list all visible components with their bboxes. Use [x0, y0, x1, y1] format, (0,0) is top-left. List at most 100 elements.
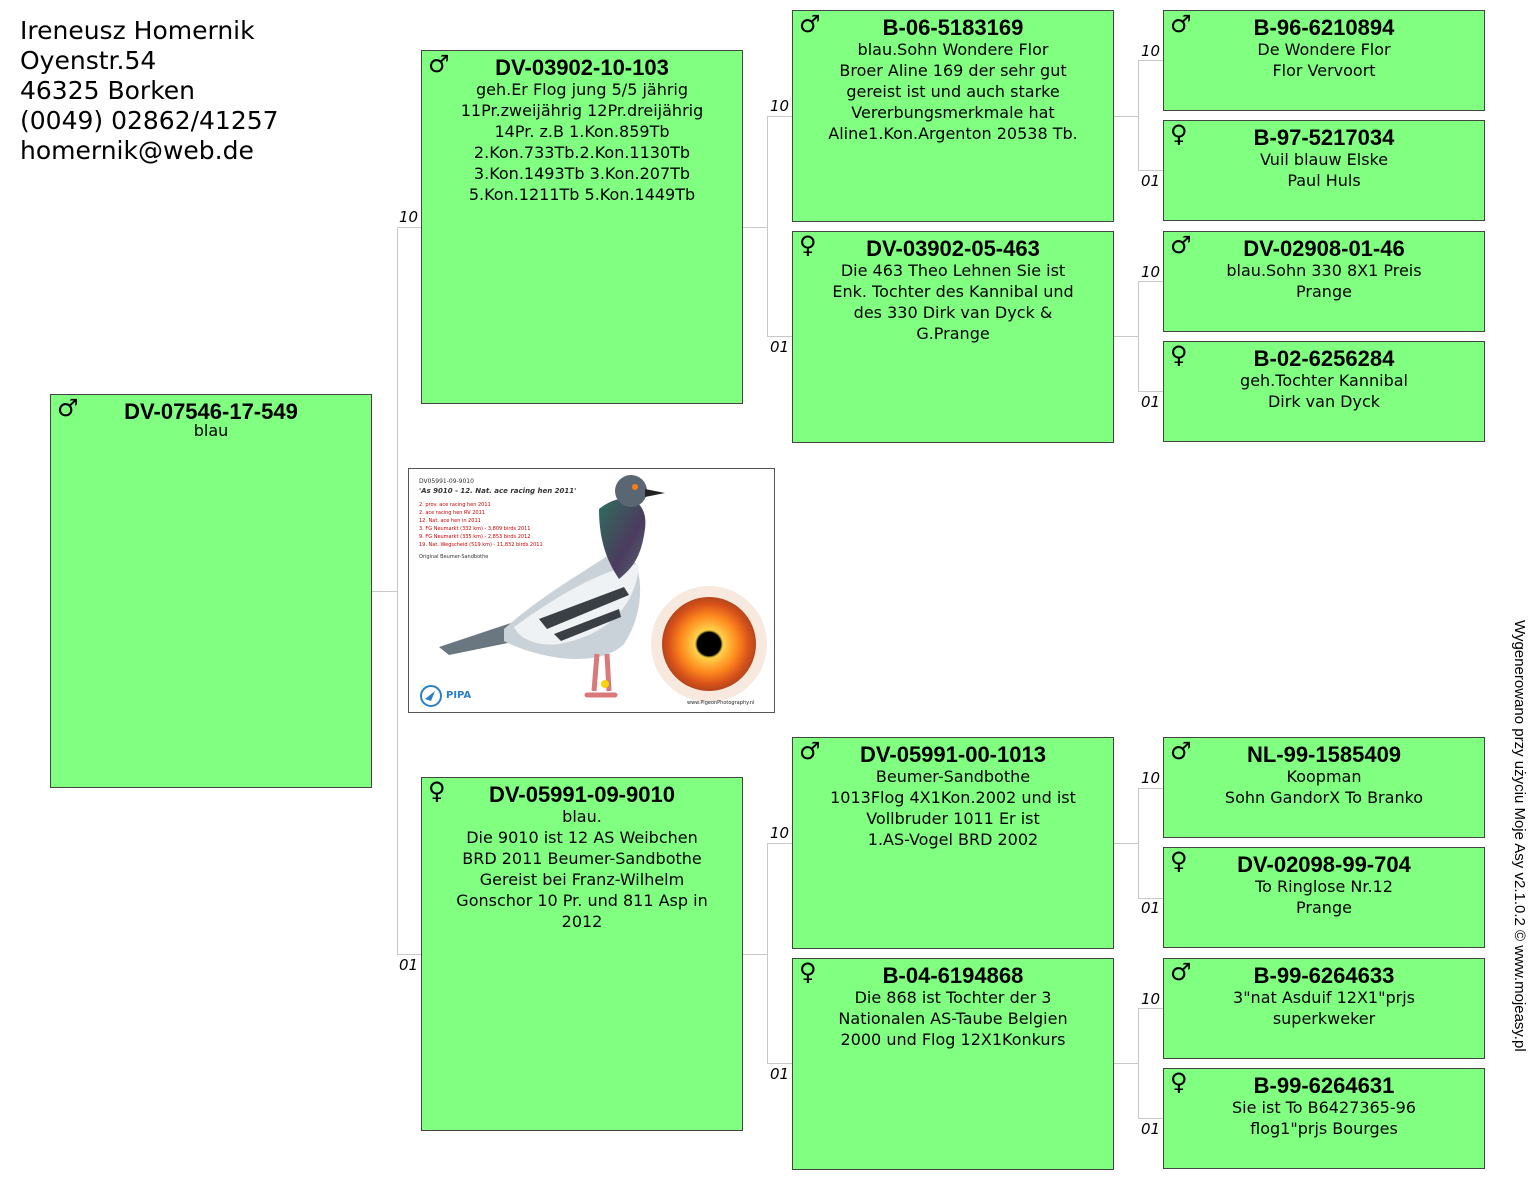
ring-number: B-97-5217034 [1253, 125, 1395, 150]
dam-dam-card[interactable]: ♀ B-04-6194868 Die 868 ist Tochter der 3… [792, 958, 1114, 1170]
sire-dam-card[interactable]: ♀ DV-03902-05-463 Die 463 Theo Lehnen Si… [792, 231, 1114, 443]
female-icon: ♀ [799, 231, 817, 259]
owner-city: 46325 Borken [20, 76, 196, 105]
connector-line [1138, 1008, 1139, 1119]
bird-description: Die 463 Theo Lehnen Sie ist Enk. Tochter… [793, 260, 1113, 344]
bird-description: blau.Sohn 330 8X1 Preis Prange [1164, 260, 1484, 302]
description-line: Vollbruder 1011 Er ist [866, 809, 1040, 828]
ring-number: NL-99-1585409 [1246, 742, 1402, 767]
connector-line [767, 843, 768, 1064]
connector-line [1138, 281, 1139, 392]
dam-branch-mark: 01 [1141, 172, 1161, 190]
connector-line [397, 227, 398, 955]
photo-result-line: 2. ace racing hen RV 2011 [419, 510, 485, 516]
female-icon: ♀ [1170, 847, 1188, 875]
male-icon: ♂ [799, 737, 821, 765]
owner-name: Ireneusz Homernik [20, 16, 255, 45]
description-line: To Ringlose Nr.12 [1255, 877, 1393, 896]
connector-line [1138, 788, 1164, 789]
photo-result-line: 9. FG Neumarkt (335 km) - 2,853 birds 20… [419, 534, 531, 540]
description-line: Enk. Tochter des Kannibal und [832, 282, 1074, 301]
description-line: Vererbungsmerkmale hat [851, 103, 1055, 122]
description-line: blau [193, 421, 229, 440]
description-line: blau.Sohn Wondere Flor [857, 40, 1049, 59]
bird-description: Vuil blauw Elske Paul Huls [1164, 149, 1484, 191]
great-grandparent-card[interactable]: ♂ B-96-6210894 De Wondere Flor Flor Verv… [1163, 10, 1485, 111]
sire-branch-mark: 10 [399, 208, 419, 226]
ring-number: DV-05991-00-1013 [860, 742, 1046, 767]
owner-phone: (0049) 02862/41257 [20, 106, 279, 135]
sire-card[interactable]: ♂ DV-03902-10-103 geh.Er Flog jung 5/5 j… [421, 50, 743, 404]
connector-line [1138, 898, 1164, 899]
connector-line [1138, 281, 1164, 282]
connector-line [743, 227, 768, 228]
great-grandparent-card[interactable]: ♀ B-99-6264631 Sie ist To B6427365-96 fl… [1163, 1068, 1485, 1169]
sire-sire-card[interactable]: ♂ B-06-5183169 blau.Sohn Wondere Flor Br… [792, 10, 1114, 222]
great-grandparent-card[interactable]: ♀ B-02-6256284 geh.Tochter Kannibal Dirk… [1163, 341, 1485, 442]
description-line: Dirk van Dyck [1267, 392, 1381, 411]
sire-branch-mark: 10 [1141, 42, 1161, 60]
description-line: des 330 Dirk van Dyck & [853, 303, 1053, 322]
sire-branch-mark: 10 [1141, 769, 1161, 787]
connector-line [397, 954, 422, 955]
photo-logo: PIPA [446, 690, 472, 701]
bird-description: blau [51, 420, 371, 441]
connector-line [1114, 843, 1139, 844]
bird-description: geh.Tochter Kannibal Dirk van Dyck [1164, 370, 1484, 412]
ring-number: B-99-6264633 [1253, 963, 1395, 988]
connector-line [1114, 1063, 1139, 1064]
great-grandparent-card[interactable]: ♂ DV-02908-01-46 blau.Sohn 330 8X1 Preis… [1163, 231, 1485, 332]
male-icon: ♂ [799, 10, 821, 38]
sire-branch-mark: 10 [770, 97, 790, 115]
bird-description: Koopman Sohn GandorX To Branko [1164, 766, 1484, 808]
bird-description: De Wondere Flor Flor Vervoort [1164, 39, 1484, 81]
great-grandparent-card[interactable]: ♀ B-97-5217034 Vuil blauw Elske Paul Hul… [1163, 120, 1485, 221]
connector-line [767, 1063, 793, 1064]
description-line: G.Prange [916, 324, 990, 343]
connector-line [397, 227, 422, 228]
dam-branch-mark: 01 [770, 338, 790, 356]
description-line: 14Pr. z.B 1.Kon.859Tb [494, 122, 670, 141]
ring-number: DV-07546-17-549 [124, 399, 298, 424]
pigeon-photo-card[interactable]: DV05991-09-9010 'As 9010 - 12. Nat. ace … [408, 468, 775, 713]
dam-card[interactable]: ♀ DV-05991-09-9010 blau. Die 9010 ist 12… [421, 777, 743, 1131]
description-line: 2000 und Flog 12X1Konkurs [840, 1030, 1066, 1049]
description-line: gereist ist und auch starke [846, 82, 1060, 101]
subject-bird-card[interactable]: ♂ DV-07546-17-549 blau [50, 394, 372, 788]
connector-line [767, 116, 768, 337]
connector-line [1114, 336, 1139, 337]
bird-description: blau. Die 9010 ist 12 AS Weibchen BRD 20… [422, 806, 742, 932]
description-line: Vuil blauw Elske [1259, 150, 1389, 169]
description-line: 3.Kon.1493Tb 3.Kon.207Tb [473, 164, 691, 183]
connector-line [1138, 1008, 1164, 1009]
dam-sire-card[interactable]: ♂ DV-05991-00-1013 Beumer-Sandbothe 1013… [792, 737, 1114, 949]
photo-result-line: 19. Nat. Wegscheid (519 km) - 11,832 bir… [419, 542, 543, 548]
photo-ring-number: DV05991-09-9010 [419, 478, 474, 485]
bird-description: geh.Er Flog jung 5/5 jährig 11Pr.zweijäh… [422, 79, 742, 205]
description-line: Sohn GandorX To Branko [1224, 788, 1424, 807]
dam-branch-mark: 01 [770, 1065, 790, 1083]
description-line: Gonschor 10 Pr. und 811 Asp in [456, 891, 708, 910]
great-grandparent-card[interactable]: ♂ NL-99-1585409 Koopman Sohn GandorX To … [1163, 737, 1485, 838]
generator-credit: Wygenerowano przy użyciu Moje Asy v2.1.0… [1511, 620, 1528, 1052]
great-grandparent-card[interactable]: ♀ DV-02098-99-704 To Ringlose Nr.12 Pran… [1163, 847, 1485, 948]
ring-number: B-06-5183169 [882, 15, 1024, 40]
description-line: Aline1.Kon.Argenton 20538 Tb. [828, 124, 1078, 143]
connector-line [1138, 788, 1139, 899]
ring-number: B-96-6210894 [1253, 15, 1395, 40]
connector-line [767, 336, 793, 337]
description-line: Broer Aline 169 der sehr gut [839, 61, 1067, 80]
great-grandparent-card[interactable]: ♂ B-99-6264633 3"nat Asduif 12X1"prjs su… [1163, 958, 1485, 1059]
female-icon: ♀ [1170, 120, 1188, 148]
ring-number: DV-05991-09-9010 [489, 782, 675, 807]
bird-description: 3"nat Asduif 12X1"prjs superkweker [1164, 987, 1484, 1029]
connector-line [1138, 60, 1139, 171]
ring-number: DV-03902-05-463 [866, 236, 1040, 261]
female-icon: ♀ [428, 777, 446, 805]
dam-branch-mark: 01 [1141, 393, 1161, 411]
connector-line [767, 116, 793, 117]
description-line: 1.AS-Vogel BRD 2002 [867, 830, 1039, 849]
male-icon: ♂ [1170, 231, 1192, 259]
male-icon: ♂ [57, 394, 79, 422]
owner-info: Ireneusz Homernik Oyenstr.54 46325 Borke… [20, 16, 279, 166]
